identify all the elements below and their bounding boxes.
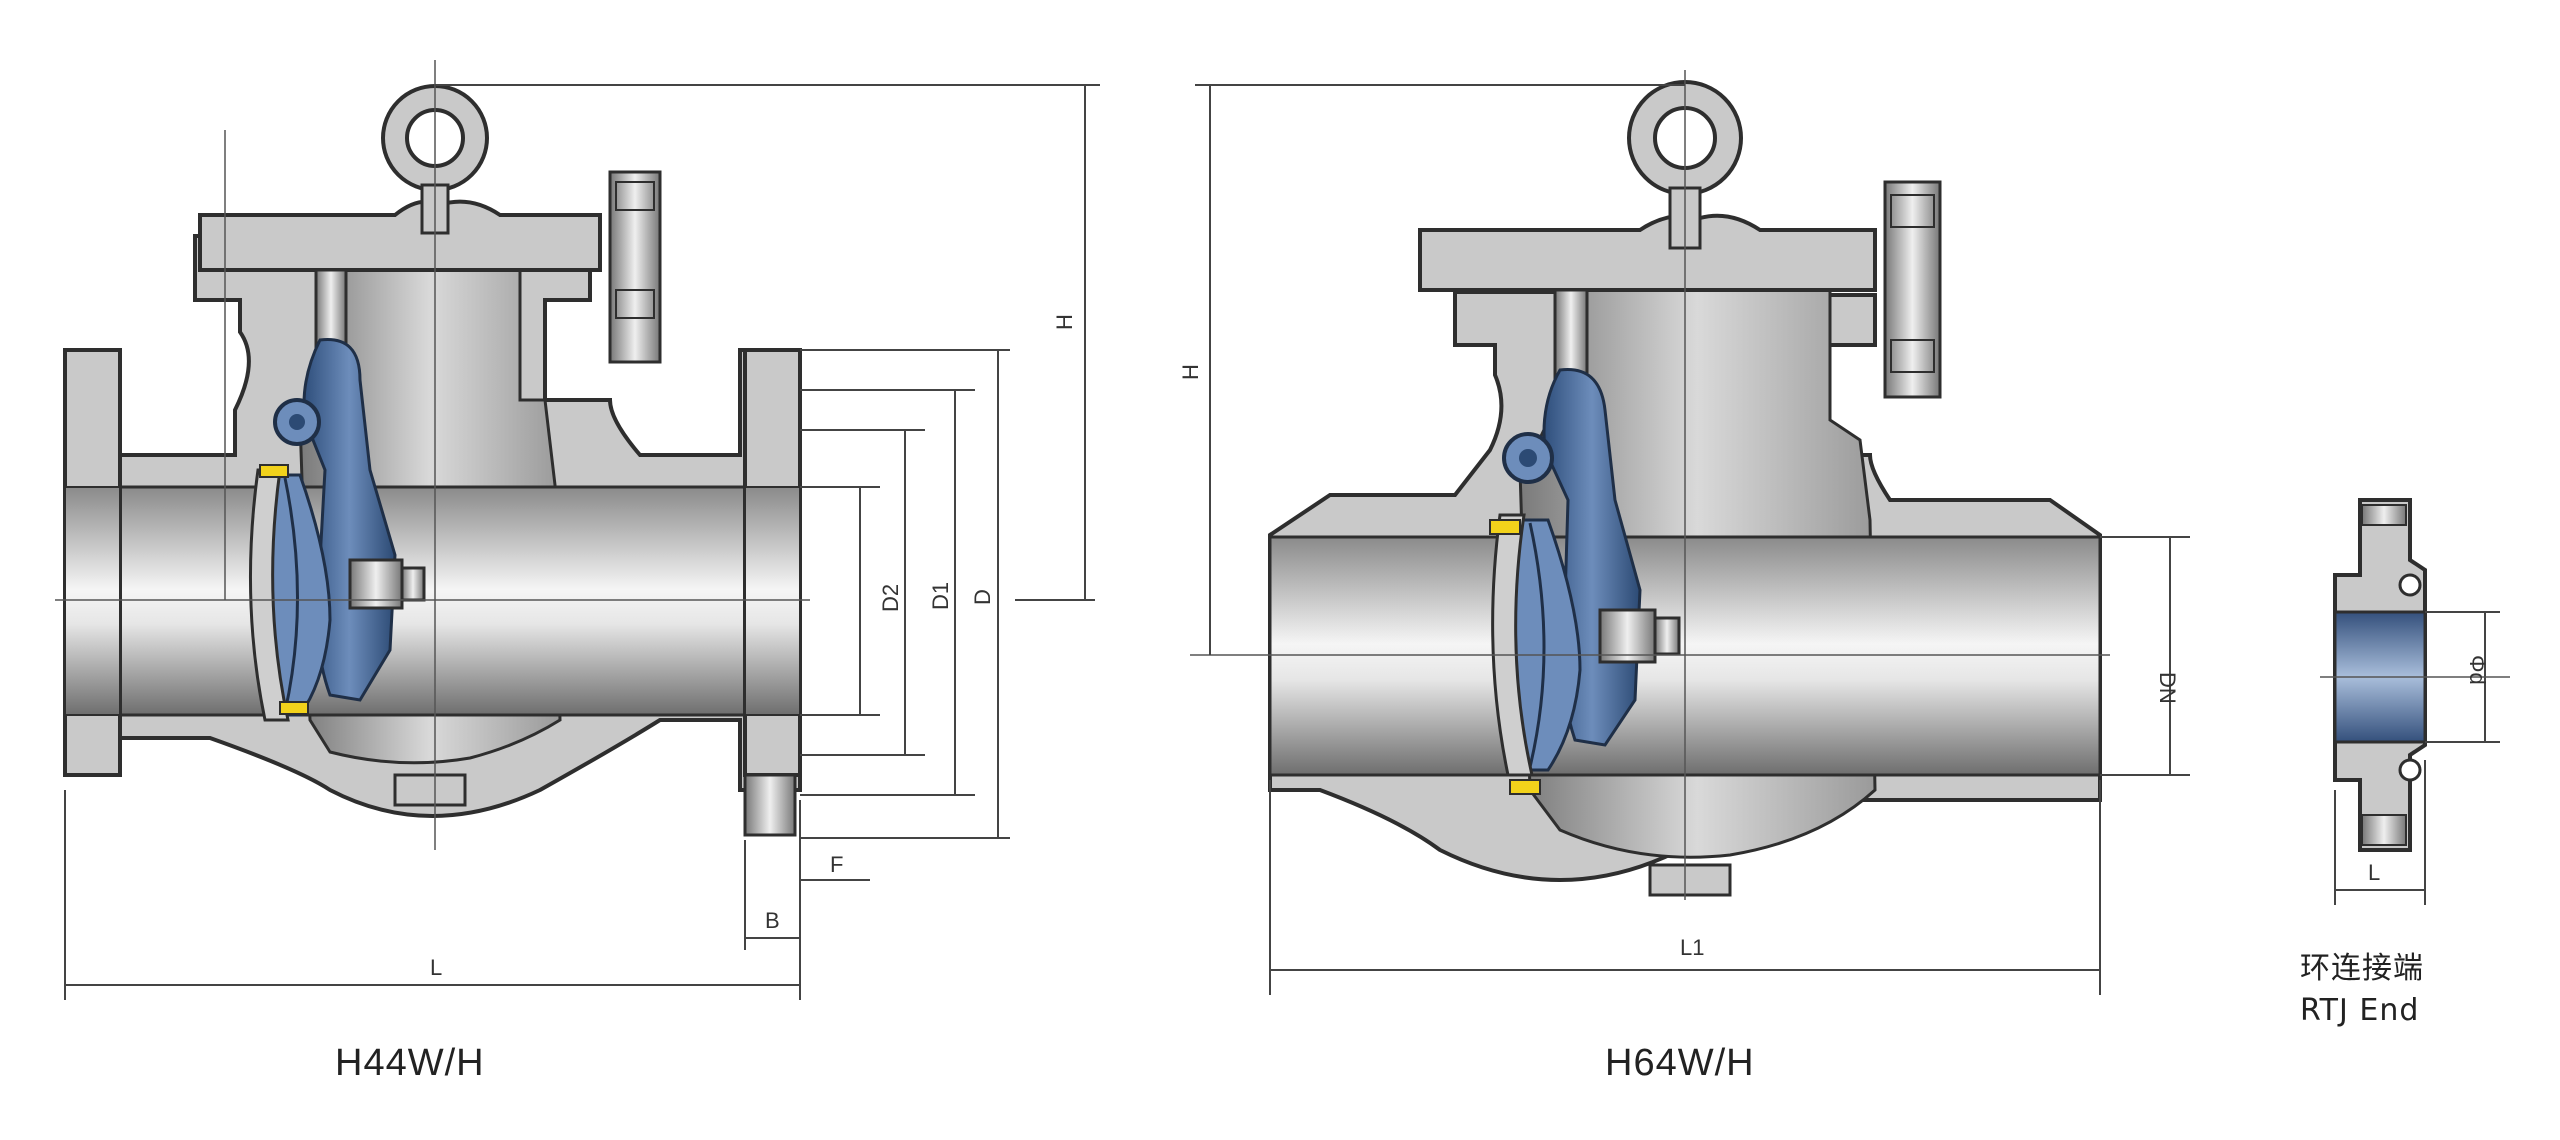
valve-h44-drawing <box>55 60 810 850</box>
valve-h64-seal-top <box>1489 519 1521 535</box>
rtj-end-drawing <box>2320 498 2510 905</box>
dim-label-H-2: H <box>1178 364 1203 380</box>
valve-h64-caption: H64W/H <box>1605 1042 1755 1084</box>
valve-h64-seat <box>1491 513 1534 777</box>
dim-label-L1: L1 <box>1680 935 1704 960</box>
dim-label-B: B <box>765 908 780 933</box>
valve-h64-drawing <box>1190 70 2110 900</box>
dim-label-D2: D2 <box>878 584 903 612</box>
dim-label-D: D <box>970 589 995 605</box>
valve-h64-disc-nut <box>1598 608 1657 664</box>
rtj-end-caption-en: RTJ End <box>2300 993 2419 1028</box>
valve-h44-bore <box>63 485 802 717</box>
valve-h44-caption: H44W/H <box>335 1042 485 1084</box>
valve-h44-dimensions <box>64 84 1100 1000</box>
valve-h44-bonnet <box>198 199 602 272</box>
valve-h44-bonnet-stud <box>608 170 662 364</box>
rtj-end-caption-cn: 环连接端 <box>2300 951 2424 986</box>
dim-label-phi-d: Φd <box>2465 655 2490 685</box>
dim-label-D1: D1 <box>928 582 953 610</box>
valve-h64-seal-bottom <box>1509 779 1541 795</box>
dim-label-H-1: H <box>1052 314 1077 330</box>
valve-h64-dimensions <box>1195 84 2190 995</box>
valve-h44-disc-nut <box>348 558 404 610</box>
dim-label-DN: DN <box>2155 672 2180 704</box>
valve-h44-seat <box>248 468 290 722</box>
valve-h44-seal-top <box>259 464 289 478</box>
valve-h44-flange-bolt <box>743 773 797 837</box>
valve-h64-bonnet <box>1418 213 1877 292</box>
valve-h64-bonnet-stud <box>1883 180 1942 399</box>
dim-label-rtj-L: L <box>2368 860 2380 885</box>
dim-label-L: L <box>430 955 442 980</box>
dim-label-F: F <box>830 852 843 877</box>
valve-h44-seal-bottom <box>279 701 309 715</box>
